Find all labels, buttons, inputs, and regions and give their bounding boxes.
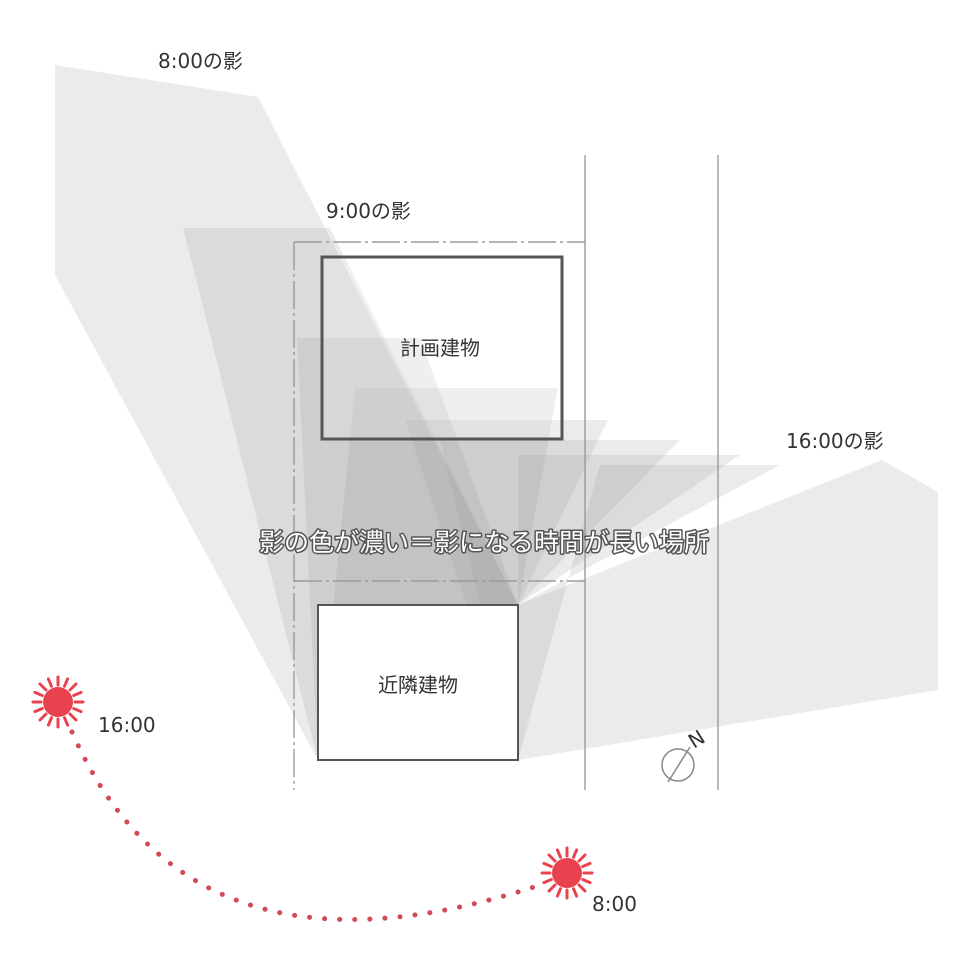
shadow-12-00 bbox=[318, 420, 608, 760]
shadow-9-00 bbox=[183, 228, 518, 760]
sun-path bbox=[69, 729, 543, 922]
shadow-8-label: 8:00の影 bbox=[158, 49, 243, 73]
shadow-10-00 bbox=[297, 338, 518, 760]
neighbor-building bbox=[317, 604, 519, 761]
site-lines bbox=[293, 155, 719, 790]
sun-16-label: 16:00 bbox=[98, 713, 156, 737]
planned-building-label: 計画建物 bbox=[400, 336, 480, 360]
shadow-16-label: 16:00の影 bbox=[786, 429, 884, 453]
shadow-8-00 bbox=[55, 65, 518, 760]
headline-text: 影の色が濃い＝影になる時間が長い場所 bbox=[259, 528, 709, 557]
shadow-11-00 bbox=[318, 388, 558, 760]
sun-icon bbox=[540, 846, 594, 900]
planned-building bbox=[320, 255, 564, 441]
shadow-13-00 bbox=[318, 440, 680, 760]
neighbor-building-label: 近隣建物 bbox=[378, 673, 458, 697]
shadow-9-label: 9:00の影 bbox=[326, 199, 411, 223]
sun-8-label: 8:00 bbox=[592, 892, 637, 916]
sun-icon bbox=[31, 675, 85, 729]
